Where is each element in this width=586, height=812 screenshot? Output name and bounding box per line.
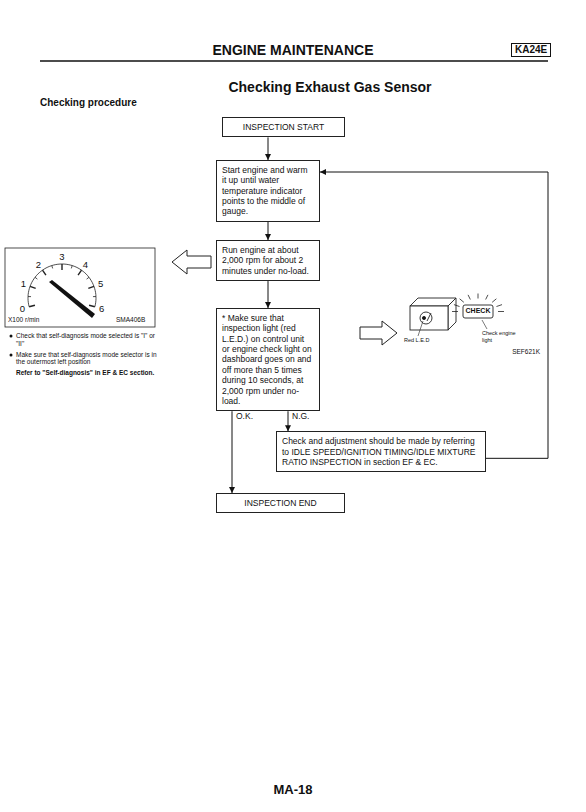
note-row: Make sure that self-diagnosis mode selec…	[8, 351, 158, 367]
process-box: Check and adjustment should be made by r…	[276, 431, 486, 472]
check-lamp	[463, 305, 493, 318]
control-unit-side	[448, 298, 456, 330]
scale-tick	[51, 266, 53, 269]
process-box: INSPECTION START	[222, 117, 345, 137]
scale-number: 6	[99, 303, 104, 314]
tachometer-needle	[49, 280, 95, 318]
process-box: INSPECTION END	[216, 493, 345, 513]
flow-connector	[268, 137, 269, 160]
lamp-ray	[468, 295, 470, 300]
adjuster	[427, 313, 431, 321]
note: Check that self-diagnosis mode selected …	[16, 332, 158, 348]
note-row: Check that self-diagnosis mode selected …	[8, 332, 158, 348]
scale-number: 2	[36, 259, 41, 270]
figure-code: SMA406B	[116, 316, 145, 324]
header-rule	[40, 60, 548, 62]
flow-connector	[288, 411, 289, 431]
scale-number: 4	[83, 259, 88, 270]
unit-label: X100 r/min	[8, 316, 39, 324]
scale-tick	[29, 305, 35, 307]
scale-tick	[35, 277, 37, 279]
scale-tick	[61, 264, 62, 270]
page-title: Checking Exhaust Gas Sensor	[170, 79, 490, 96]
lamp-ray	[498, 311, 504, 312]
bullet-dot	[10, 353, 13, 356]
scale-tick	[87, 277, 89, 279]
bullet	[8, 332, 16, 340]
process-box: * Make sure that inspection light (red L…	[216, 308, 320, 411]
figure-code: SEF621K	[496, 348, 540, 356]
scale-tick	[30, 286, 36, 288]
lamp-ray	[452, 311, 458, 312]
led	[422, 316, 425, 319]
process-box: Start engine and warm it up until water …	[216, 160, 320, 222]
part-label: Check engine light	[482, 330, 526, 343]
inspection-window	[420, 312, 432, 324]
scale-tick	[42, 270, 45, 275]
bullet	[8, 369, 16, 377]
edge-label: O.K.	[235, 412, 254, 421]
lamp-text: CHECK	[466, 307, 491, 315]
page-header: ENGINE MAINTENANCE	[40, 42, 546, 59]
box-text: INSPECTION END	[222, 498, 339, 508]
control-unit-front	[410, 306, 448, 330]
scale-arc	[28, 264, 96, 307]
bullet-dot	[10, 335, 13, 338]
process-box: Run engine at about 2,000 rpm for about …	[216, 240, 320, 281]
flow-connector	[320, 172, 548, 458]
lamp-ray	[478, 294, 479, 299]
flow-connector	[268, 281, 269, 308]
notes: Check that self-diagnosis mode selected …	[8, 332, 158, 380]
lamp-ray	[454, 305, 460, 307]
scale-number: 1	[21, 278, 26, 289]
figure-frame	[5, 248, 155, 327]
scale-tick	[89, 305, 95, 307]
scale-tick	[93, 296, 96, 297]
lamp-ray	[492, 299, 496, 303]
section-subheading: Checking procedure	[40, 97, 137, 109]
leader-line	[418, 321, 423, 336]
scale-tick	[71, 266, 73, 269]
box-text: INSPECTION START	[228, 122, 339, 132]
control-unit	[410, 298, 456, 330]
bullet	[8, 351, 16, 359]
tachometer-scale	[28, 264, 96, 307]
flow-connector	[232, 411, 233, 493]
box-text: Check and adjustment should be made by r…	[282, 436, 480, 467]
scale-tick	[78, 270, 81, 275]
scale-tick	[88, 286, 94, 288]
scale-number: 0	[20, 303, 25, 314]
note: Make sure that self-diagnosis mode selec…	[16, 351, 158, 367]
page-number: MA-18	[0, 782, 586, 798]
callout-arrow	[360, 321, 397, 345]
edge-label: N.G.	[291, 412, 310, 421]
lamp-ray	[486, 295, 488, 300]
box-text: * Make sure that inspection light (red L…	[222, 313, 314, 406]
note-row: Refer to "Self-diagnosis" in EF & EC sec…	[8, 369, 158, 377]
box-text: Run engine at about 2,000 rpm for about …	[222, 245, 314, 276]
engine-code: KA24E	[511, 43, 551, 57]
callout-arrow	[172, 250, 211, 274]
part-label: Red L.E.D	[404, 337, 429, 344]
lamp-ray	[496, 305, 502, 307]
flow-connector	[268, 222, 269, 240]
scale-tick	[28, 296, 31, 297]
lamp-ray	[460, 299, 464, 303]
scale-number: 3	[59, 251, 64, 262]
leader-line	[482, 320, 487, 329]
note-reference: Refer to "Self-diagnosis" in EF & EC sec…	[16, 369, 154, 377]
box-text: Start engine and warm it up until water …	[222, 165, 314, 217]
scale-number: 5	[98, 278, 103, 289]
